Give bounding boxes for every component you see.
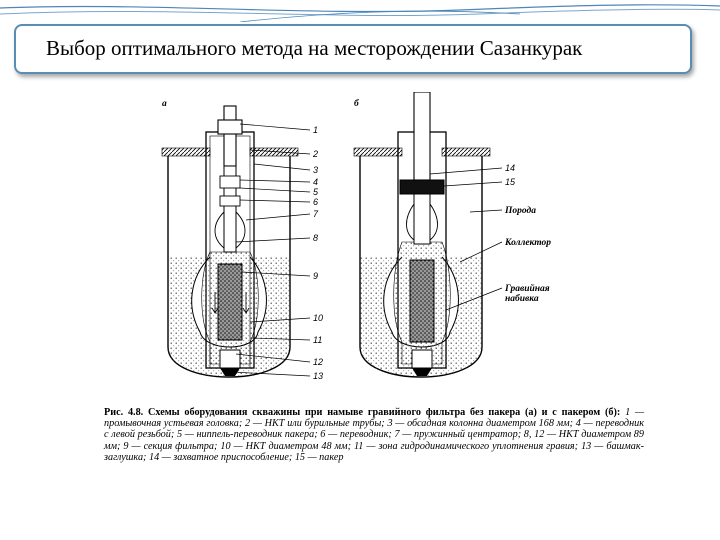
callout-10: 10 (313, 313, 323, 323)
callout-2: 2 (312, 149, 318, 159)
well-equipment-diagram: а (161, 92, 551, 381)
caption-heading: Рис. 4.8. Схемы оборудования скважины пр… (104, 407, 621, 418)
callout-8: 8 (313, 233, 318, 243)
callout-15: 15 (505, 177, 516, 187)
callout-13: 13 (313, 371, 323, 381)
top-decoration (0, 4, 720, 22)
label-collector: Коллектор (504, 238, 551, 248)
panel-a-label: а (162, 99, 167, 109)
callout-7: 7 (313, 209, 319, 219)
slide-title: Выбор оптимального метода на месторожден… (46, 36, 583, 60)
callout-3: 3 (313, 165, 318, 175)
title-frame: Выбор оптимального метода на месторожден… (14, 24, 692, 74)
label-gravel-line2: набивка (505, 293, 539, 304)
figure-caption: Рис. 4.8. Схемы оборудования скважины пр… (104, 407, 644, 463)
callouts-b: 14 15 (505, 163, 516, 187)
panel-b-label: б (354, 98, 360, 109)
callout-11: 11 (313, 335, 322, 345)
callout-4: 4 (313, 177, 318, 187)
panel-a: а (161, 99, 323, 381)
callout-5: 5 (313, 187, 319, 197)
callout-1: 1 (313, 125, 318, 135)
callout-12: 12 (313, 357, 323, 367)
caption-body: 1 — промывочная устьевая головка; 2 — НК… (104, 407, 645, 463)
panel-b: б 14 15 Порода (353, 92, 551, 378)
label-rock: Порода (504, 205, 536, 216)
callout-9: 9 (313, 271, 318, 281)
callout-6: 6 (313, 197, 318, 207)
callouts-a: 1 2 3 4 5 6 7 8 9 10 11 12 13 (312, 125, 323, 381)
label-gravel-line1: Гравийная (504, 283, 550, 294)
callout-14: 14 (505, 163, 515, 173)
